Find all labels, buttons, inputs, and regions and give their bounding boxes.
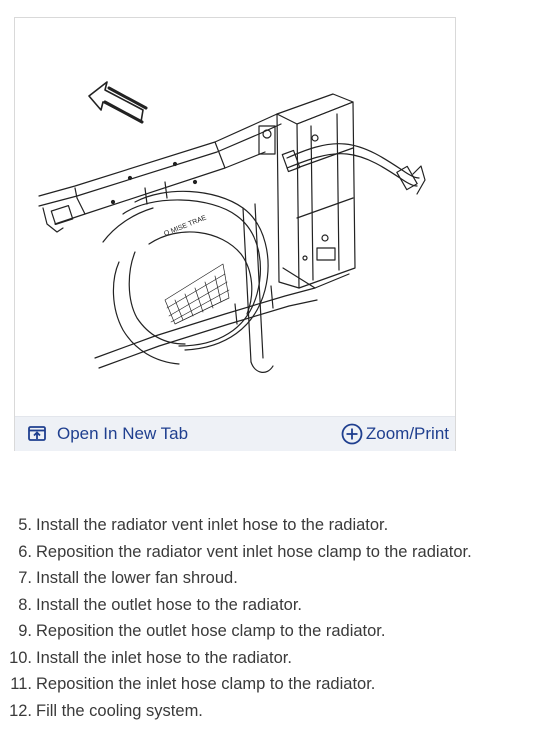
zoom-print-label: Zoom/Print [365, 424, 449, 443]
step-text: Fill the cooling system. [36, 701, 203, 720]
vent-inlet-hose [281, 143, 426, 195]
svg-text:O MISE TRAE: O MISE TRAE [163, 214, 208, 237]
open-in-new-tab-label: Open In New Tab [57, 424, 189, 443]
radiator-illustration[interactable]: O MISE TRAE [15, 18, 455, 416]
step-text: Reposition the outlet hose clamp to the … [36, 622, 386, 640]
list-item: 7.Install the lower fan shroud. [0, 565, 549, 592]
step-text: Install the inlet hose to the radiator. [36, 648, 292, 667]
step-text: Reposition the radiator vent inlet hose … [36, 542, 472, 561]
list-item: 10.Install the inlet hose to the radiato… [0, 645, 549, 672]
step-number: 7. [18, 569, 32, 587]
step-number: 6. [18, 542, 32, 561]
zoom-print-link[interactable]: Zoom/Print [341, 417, 449, 451]
list-item: 12.Fill the cooling system. [0, 698, 549, 725]
list-item: 8.Install the outlet hose to the radiato… [0, 592, 549, 619]
step-number: 8. [18, 595, 32, 614]
step-number: 12. [9, 701, 32, 720]
mesh-grille [164, 263, 230, 325]
list-item: 6.Reposition the radiator vent inlet hos… [0, 539, 549, 566]
step-text: Install the radiator vent inlet hose to … [36, 516, 389, 534]
step-number: 9. [18, 622, 32, 640]
figure-toolbar: Open In New Tab Zoom/Print [15, 416, 455, 451]
open-in-new-tab-icon [28, 426, 46, 442]
radiator-frame [258, 93, 356, 289]
step-number: 11. [10, 675, 32, 693]
instruction-steps: 5.Install the radiator vent inlet hose t… [0, 512, 549, 724]
lower-radiator-support [94, 285, 318, 369]
direction-arrow-icon [88, 81, 148, 124]
figure-card: O MISE TRAE Open In New T [14, 17, 456, 451]
step-number: 10. [9, 648, 32, 667]
list-item: 11.Reposition the inlet hose clamp to th… [0, 671, 549, 698]
zoom-plus-icon [341, 423, 363, 445]
upper-radiator-support [38, 113, 282, 233]
list-item: 5.Install the radiator vent inlet hose t… [0, 512, 549, 539]
fan-shroud: O MISE TRAE [102, 190, 274, 373]
open-in-new-tab-link[interactable]: Open In New Tab [28, 417, 188, 451]
step-number: 5. [18, 516, 32, 534]
list-item: 9.Reposition the outlet hose clamp to th… [0, 618, 549, 645]
step-text: Install the outlet hose to the radiator. [36, 595, 303, 614]
step-text: Reposition the inlet hose clamp to the r… [36, 675, 376, 693]
step-text: Install the lower fan shroud. [36, 569, 238, 587]
